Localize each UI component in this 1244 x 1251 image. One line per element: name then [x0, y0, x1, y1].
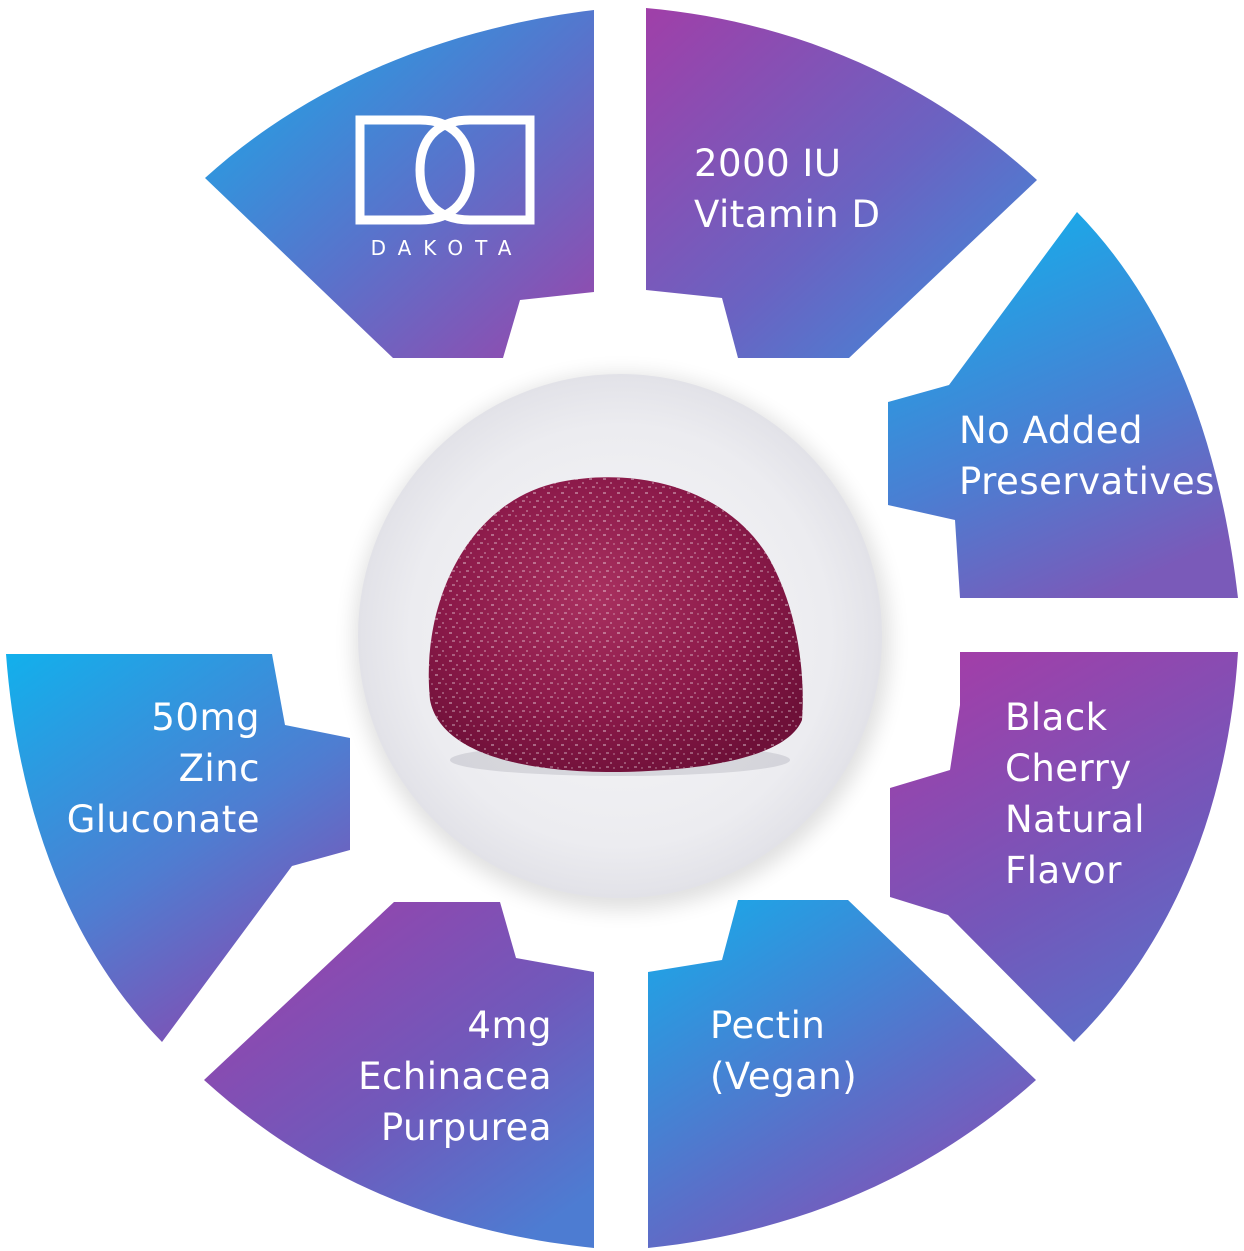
segment-preservatives [888, 212, 1238, 598]
label-line: Echinacea [358, 1055, 552, 1098]
label-line: 50mg [151, 696, 260, 739]
brand-name: DAKOTA [370, 236, 524, 260]
label-line: Preservatives [959, 460, 1215, 503]
label-line: Vitamin D [694, 193, 881, 236]
label-line: Black [1005, 696, 1108, 739]
segment-flavor [890, 652, 1238, 1042]
label-line: No Added [959, 409, 1143, 452]
label-line: (Vegan) [710, 1055, 858, 1098]
label-echinacea: 4mg Echinacea Purpurea [330, 1000, 552, 1153]
label-line: Flavor [1005, 849, 1122, 892]
label-pectin: Pectin (Vegan) [710, 1000, 857, 1102]
label-flavor: Black Cherry Natural Flavor [1005, 692, 1145, 896]
label-vitamin-d: 2000 IU Vitamin D [694, 138, 880, 240]
segment-zinc [6, 654, 350, 1042]
segment-vitamin-d [646, 8, 1037, 358]
segment-pectin [648, 900, 1036, 1248]
segment-brand [205, 10, 594, 358]
dakota-dd-logo-icon [355, 115, 535, 225]
label-line: Zinc [178, 747, 260, 790]
label-zinc: 50mg Zinc Gluconate [40, 692, 260, 845]
label-line: Natural [1005, 798, 1145, 841]
label-preservatives: No Added Preservatives [959, 405, 1215, 507]
label-line: Cherry [1005, 747, 1132, 790]
label-line: Purpurea [380, 1106, 552, 1149]
label-line: Pectin [710, 1004, 826, 1047]
label-line: Gluconate [66, 798, 260, 841]
segment-echinacea [204, 902, 594, 1248]
label-line: 4mg [467, 1004, 552, 1047]
label-line: 2000 IU [694, 142, 842, 185]
gummy-icon [428, 477, 803, 773]
